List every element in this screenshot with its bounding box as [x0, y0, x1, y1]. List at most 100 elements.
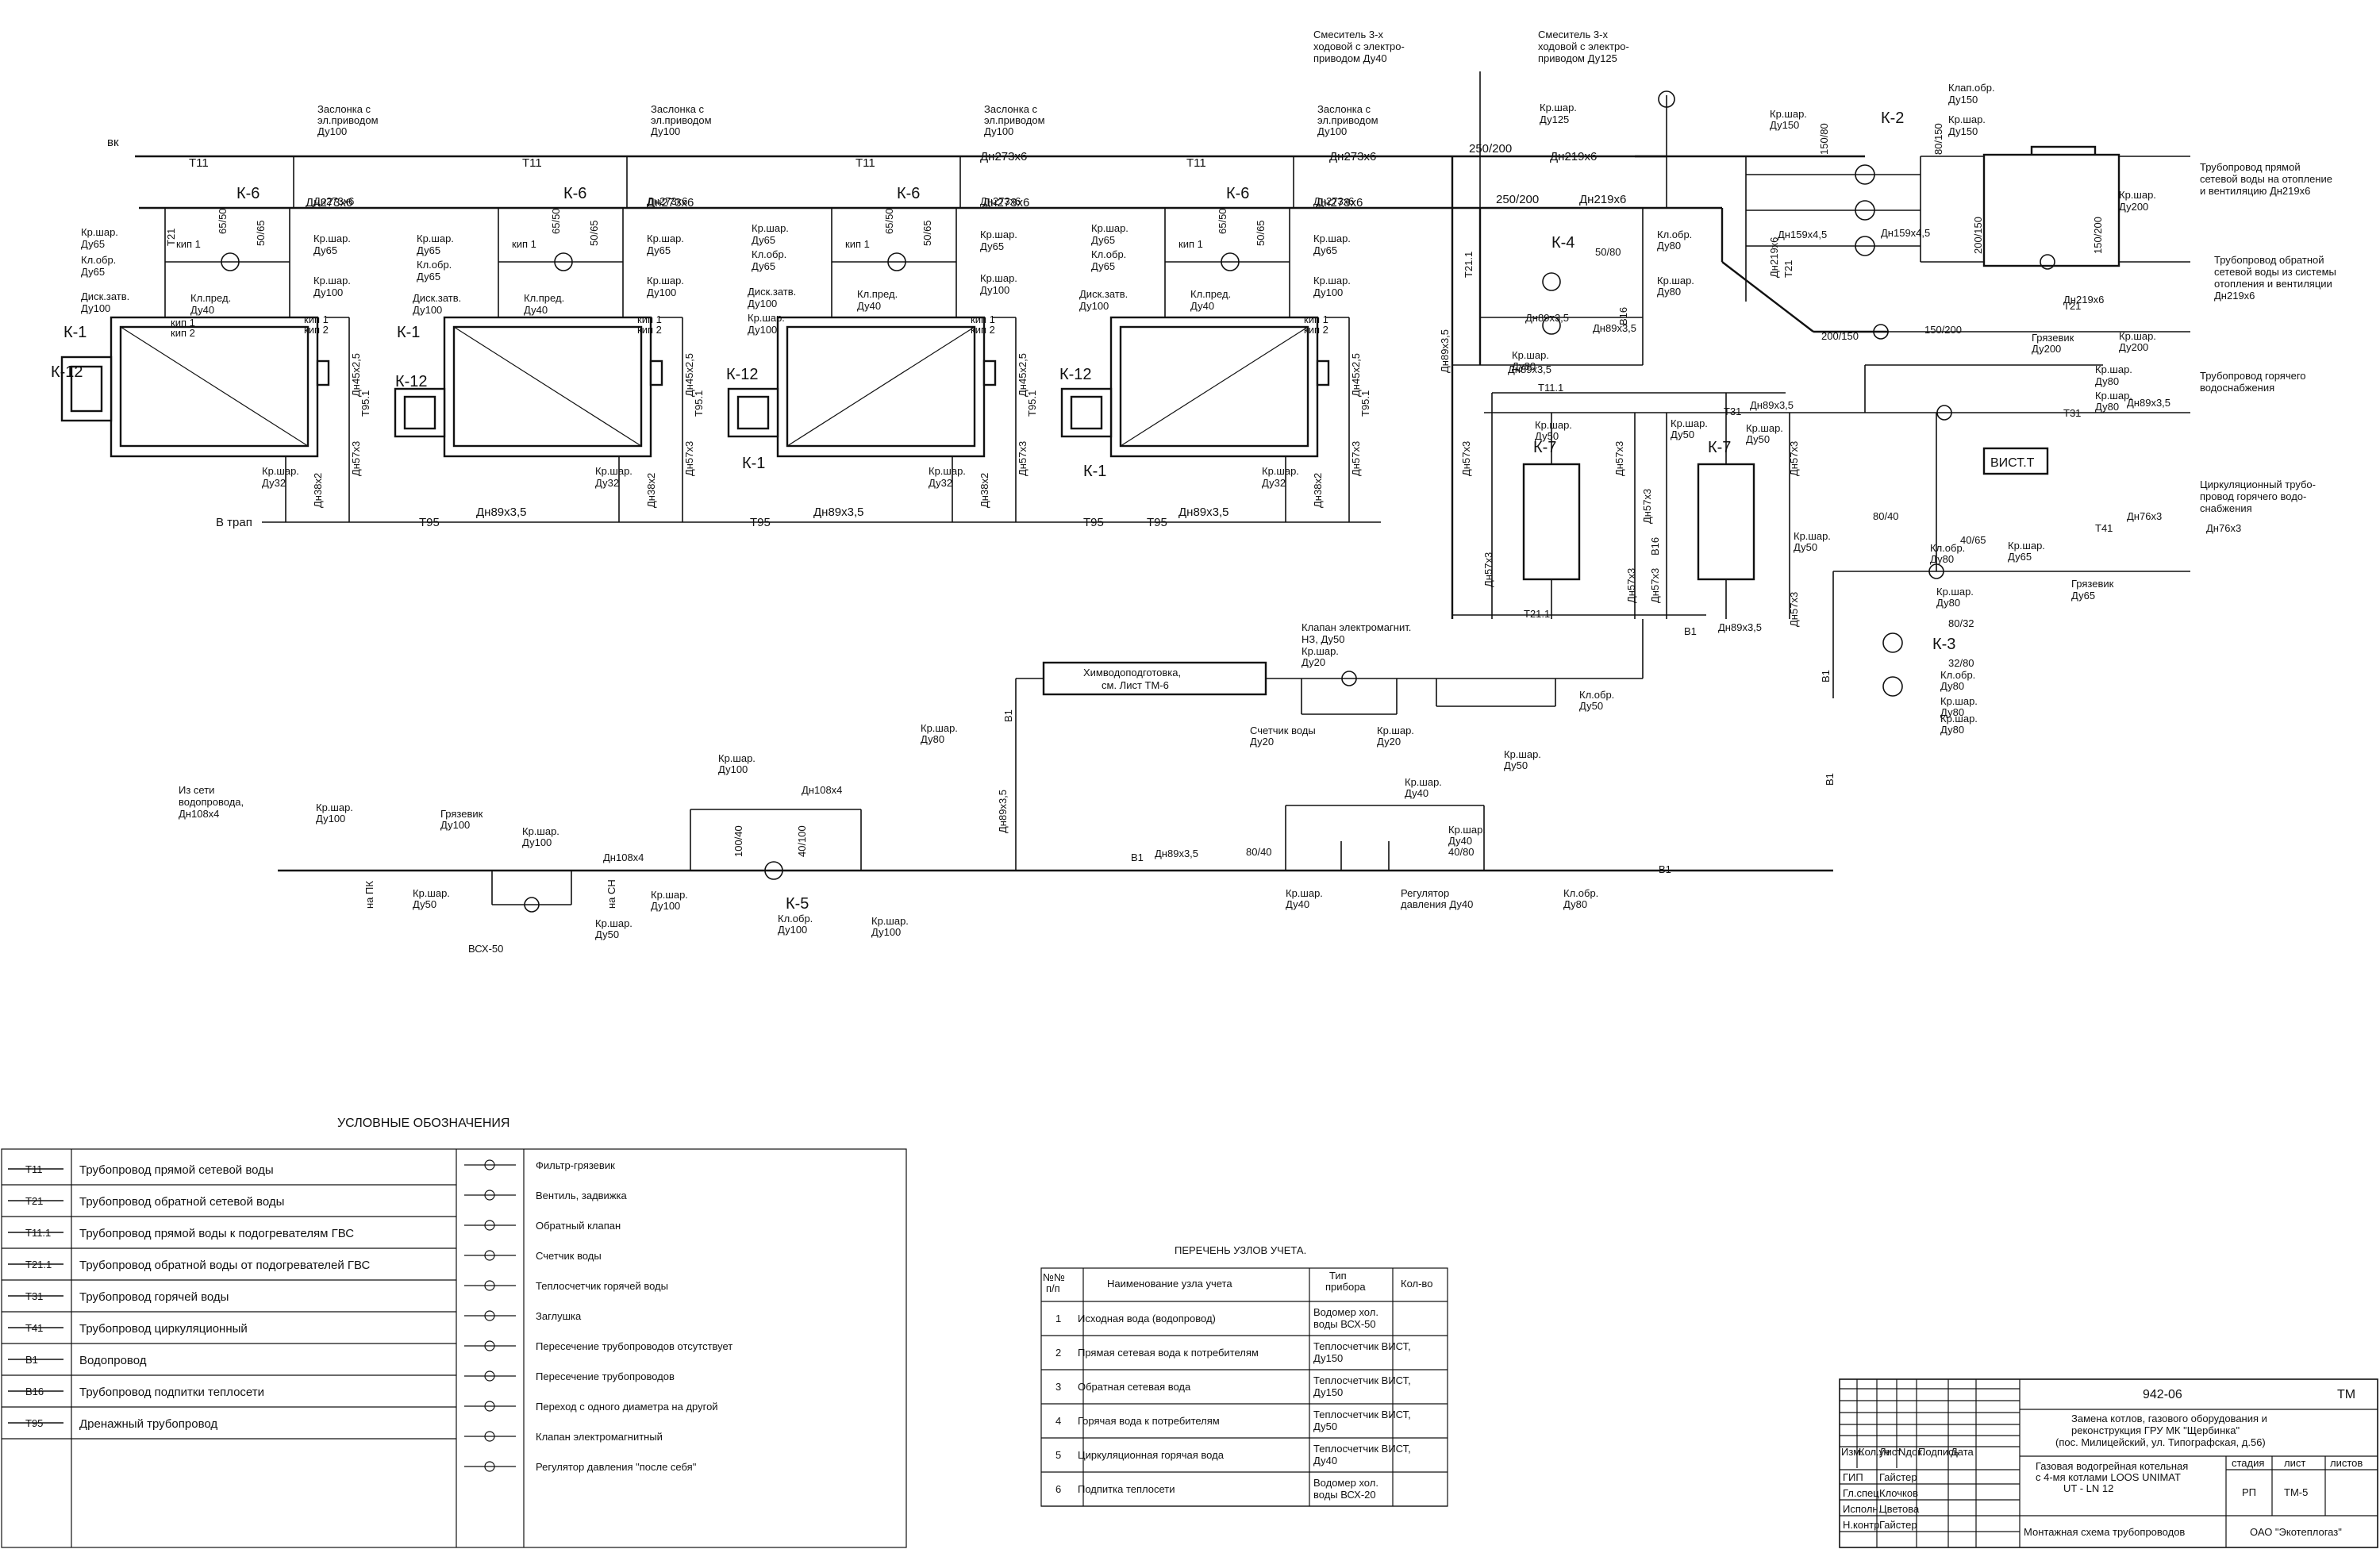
pipe-code: Т95	[419, 516, 440, 529]
svg-text:Ду20: Ду20	[1377, 736, 1401, 748]
svg-text:Дн89х3,5: Дн89х3,5	[1525, 312, 1569, 324]
svg-text:К-3: К-3	[1932, 636, 1955, 653]
svg-text:Ду80: Ду80	[1657, 240, 1681, 252]
svg-text:Лист: Лист	[1879, 1446, 1901, 1458]
svg-text:Ду100: Ду100	[718, 763, 748, 775]
svg-text:Кр.шар.: Кр.шар.	[1940, 713, 1978, 725]
svg-text:Кр.шар.: Кр.шар.	[1313, 233, 1351, 244]
svg-text:Кр.шар.: Кр.шар.	[316, 801, 353, 813]
svg-text:Дн45х2,5: Дн45х2,5	[350, 353, 362, 397]
svg-text:Дн57х3: Дн57х3	[1649, 568, 1661, 603]
svg-text:ГИП: ГИП	[1843, 1471, 1863, 1483]
svg-text:Кр.шар.: Кр.шар.	[1377, 725, 1414, 736]
legend-symbol-row: Вентиль, задвижка	[464, 1190, 627, 1201]
svg-text:Ду40: Ду40	[524, 304, 548, 316]
svg-text:НЗ, Ду50: НЗ, Ду50	[1302, 633, 1345, 645]
legend-code: В16	[25, 1386, 44, 1397]
svg-text:Кл.обр.: Кл.обр.	[1940, 669, 1975, 681]
svg-text:ТМ: ТМ	[2337, 1388, 2355, 1401]
cell-num: 2	[1055, 1347, 1061, 1359]
svg-text:Клочков: Клочков	[1879, 1487, 1918, 1499]
svg-text:Ду50: Ду50	[1579, 700, 1603, 712]
svg-text:Ду65: Ду65	[980, 240, 1004, 252]
boiler-group-3: К-1 К-12 К-6 Кр.шар.Ду65 Кл.обр.Ду65 Дис…	[726, 103, 1045, 522]
svg-text:80/40: 80/40	[1873, 510, 1899, 522]
svg-text:65/50: 65/50	[1217, 208, 1228, 234]
svg-text:Т95.1: Т95.1	[693, 390, 705, 417]
cell-type: Теплосчетчик ВИСТ,	[1313, 1443, 1411, 1455]
cell-type: Ду40	[1313, 1455, 1337, 1467]
svg-text:приводом Ду40: приводом Ду40	[1313, 52, 1387, 64]
hotwater-section: ВИСТ.Т К-3 Кр.шар.Ду80 Кр.шар.Ду80 Дн89х…	[1750, 363, 2190, 736]
legend-symbol-row: Пересечение трубопроводов	[464, 1370, 675, 1382]
svg-text:Кр.шар.: Кр.шар.	[81, 226, 118, 238]
svg-text:Ду100: Ду100	[984, 125, 1013, 137]
legend-symbol-row: Пересечение трубопроводов отсутствует	[464, 1340, 732, 1352]
svg-text:К-4: К-4	[1551, 234, 1574, 252]
cell-type: Ду50	[1313, 1420, 1337, 1432]
svg-text:К-12: К-12	[395, 373, 428, 390]
svg-text:Ду80: Ду80	[1512, 360, 1536, 372]
legend-text: Водопровод	[79, 1354, 147, 1367]
svg-text:80/32: 80/32	[1948, 617, 1974, 629]
svg-text:В1: В1	[1131, 851, 1144, 863]
svg-text:Ду80: Ду80	[1940, 706, 1964, 718]
svg-text:Дн273х6: Дн273х6	[980, 195, 1021, 207]
svg-text:Заслонка с: Заслонка с	[317, 103, 371, 115]
svg-text:Кл.обр.: Кл.обр.	[1657, 229, 1692, 240]
svg-text:(пос. Милицейский, ул. Типогра: (пос. Милицейский, ул. Типографская, д.5…	[2055, 1436, 2266, 1448]
cell-name: Циркуляционная горячая вода	[1078, 1449, 1225, 1461]
cell-type: воды ВСХ-20	[1313, 1489, 1376, 1501]
svg-text:Ду80: Ду80	[1940, 724, 1964, 736]
svg-text:Кр.шар.: Кр.шар.	[929, 465, 966, 477]
svg-text:К-5: К-5	[786, 895, 809, 913]
svg-text:Ду100: Ду100	[440, 819, 470, 831]
svg-text:Кол-во: Кол-во	[1401, 1278, 1432, 1290]
nodes-table-title: ПЕРЕЧЕНЬ УЗЛОВ УЧЕТА.	[1175, 1244, 1306, 1256]
svg-text:Дн38х2: Дн38х2	[979, 473, 990, 508]
svg-text:Ду125: Ду125	[1540, 113, 1569, 125]
svg-text:Ду100: Ду100	[980, 284, 1009, 296]
svg-text:К-12: К-12	[51, 363, 83, 381]
svg-text:п/п: п/п	[1046, 1282, 1060, 1294]
svg-text:Ду80: Ду80	[1930, 553, 1954, 565]
svg-text:Дн89х3,5: Дн89х3,5	[997, 790, 1009, 833]
legend-symbol-text: Пересечение трубопроводов	[536, 1370, 675, 1382]
svg-text:Дн219х6: Дн219х6	[2063, 294, 2104, 306]
svg-text:К-1: К-1	[1083, 463, 1106, 480]
legend-symbol-text: Пересечение трубопроводов отсутствует	[536, 1340, 732, 1352]
svg-text:Ду50: Ду50	[1746, 433, 1770, 445]
pipe-code: Т11	[189, 156, 209, 170]
legend-code: Т41	[25, 1322, 43, 1334]
svg-text:Ду150: Ду150	[1948, 94, 1978, 106]
svg-text:Ду100: Ду100	[1079, 300, 1109, 312]
svg-text:давления Ду40: давления Ду40	[1401, 898, 1473, 910]
dim: 250/200	[1496, 193, 1539, 206]
svg-text:К-6: К-6	[897, 185, 920, 202]
svg-text:кип 1: кип 1	[171, 317, 195, 329]
svg-text:Трубопровод прямой: Трубопровод прямой	[2200, 161, 2301, 173]
svg-text:Дн89х3,5: Дн89х3,5	[1155, 848, 1198, 859]
pipe-code: Т95	[1147, 516, 1167, 529]
svg-text:Т95.1: Т95.1	[359, 390, 371, 417]
svg-text:Ду40: Ду40	[1405, 787, 1428, 799]
svg-text:Кл.пред.: Кл.пред.	[1190, 288, 1231, 300]
legend-symbol-text: Счетчик воды	[536, 1250, 602, 1262]
svg-text:кип 1: кип 1	[512, 238, 536, 250]
legend-symbol-text: Вентиль, задвижка	[536, 1190, 627, 1201]
svg-text:сетевой воды на отопление: сетевой воды на отопление	[2200, 173, 2332, 185]
legend-text: Трубопровод обратной воды от подогревате…	[79, 1259, 371, 1272]
svg-text:Кр.шар.: Кр.шар.	[651, 889, 688, 901]
pipe-code: Т11	[855, 156, 875, 170]
svg-text:Ду80: Ду80	[1657, 286, 1681, 298]
svg-text:см. Лист ТМ-6: см. Лист ТМ-6	[1102, 679, 1169, 691]
svg-text:Дн57х3: Дн57х3	[1460, 441, 1472, 476]
svg-text:Ду65: Ду65	[313, 244, 337, 256]
svg-text:Кл.обр.: Кл.обр.	[752, 248, 786, 260]
svg-text:80/150: 80/150	[1932, 123, 1944, 155]
svg-text:Дн159х4,5: Дн159х4,5	[1778, 229, 1827, 240]
